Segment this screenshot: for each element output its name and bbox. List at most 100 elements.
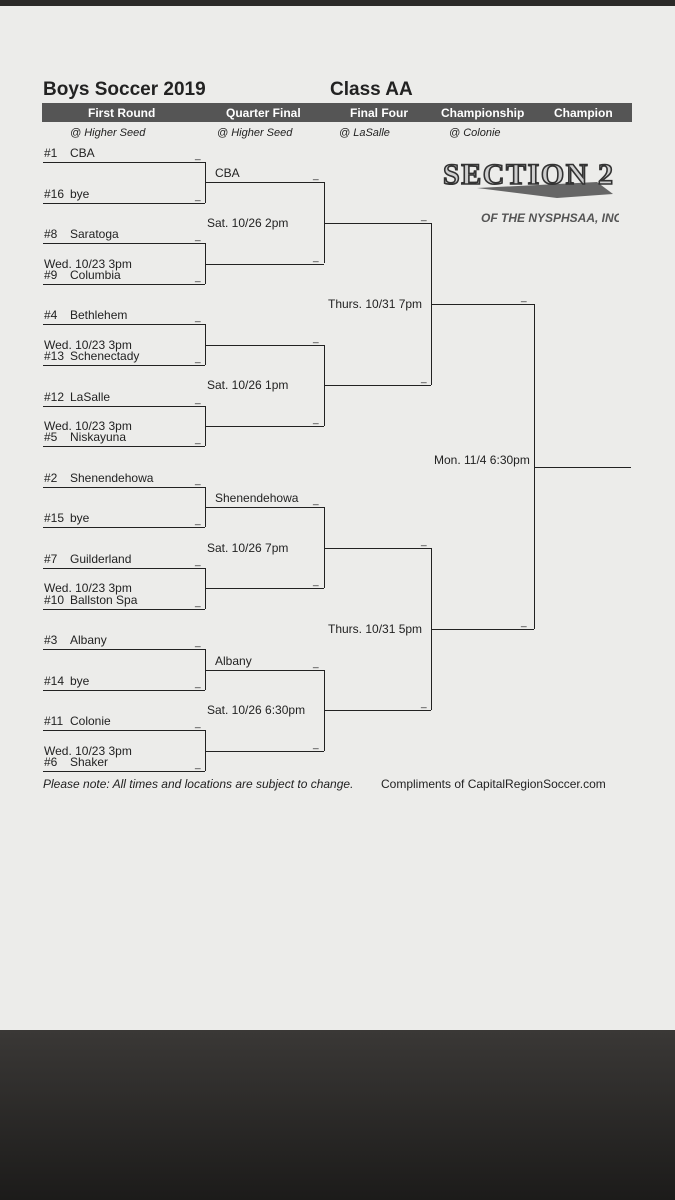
result-tick: _ <box>195 718 201 730</box>
result-tick: _ <box>195 759 201 770</box>
result-tick: _ <box>313 413 319 425</box>
result-tick: _ <box>521 292 527 304</box>
result-tick: _ <box>195 434 201 446</box>
quarter-final-line <box>205 669 324 671</box>
first-round-line <box>43 568 205 569</box>
first-round-seed: #13 <box>44 349 65 363</box>
first-round-team: bye <box>70 673 90 688</box>
result-tick: _ <box>313 576 319 588</box>
first-round-seed: #11 <box>44 714 64 729</box>
first-round-team: Schenectady <box>70 349 140 363</box>
quarter-final-line <box>205 507 324 509</box>
first-round-line <box>43 689 205 691</box>
first-round-line <box>43 365 205 366</box>
quarter-final-match-date: Sat. 10/26 1pm <box>207 378 289 393</box>
final-four-match-date: Thurs. 10/31 5pm <box>328 621 423 636</box>
quarter-final-line <box>205 263 324 265</box>
result-tick: _ <box>313 170 319 182</box>
result-tick: _ <box>421 210 427 222</box>
first-round-line <box>43 202 205 204</box>
result-tick: _ <box>313 251 319 263</box>
result-tick: _ <box>195 190 201 202</box>
first-round-connector <box>205 243 206 284</box>
result-tick: _ <box>195 637 201 649</box>
final-four-connector <box>431 547 432 711</box>
first-round-team: Ballston Spa <box>70 592 138 607</box>
championship-match-date: Mon. 11/4 6:30pm <box>434 452 530 467</box>
result-tick: _ <box>195 312 201 324</box>
first-round-line <box>43 243 205 245</box>
result-tick: _ <box>195 231 201 243</box>
header-quarter-final: Quarter Final <box>226 106 301 120</box>
round-header-bar <box>42 103 632 122</box>
location-first-round: @ Higher Seed <box>70 127 146 139</box>
result-tick: _ <box>195 271 201 283</box>
result-tick: _ <box>421 698 427 710</box>
quarter-final-line <box>205 344 324 346</box>
first-round-match-date: Wed. 10/23 3pm <box>44 337 132 352</box>
header-champion: Champion <box>554 106 613 120</box>
result-tick: _ <box>421 373 427 385</box>
first-round-seed: #2 <box>44 470 58 485</box>
result-tick: _ <box>195 596 201 608</box>
footer-note: Please note: All times and locations are… <box>43 777 354 791</box>
location-final-four: @ LaSalle <box>339 127 390 139</box>
logo-sub-text: OF THE NYSPHSAA, INC. <box>481 211 619 225</box>
quarter-final-line <box>205 182 324 184</box>
result-tick: _ <box>421 535 427 547</box>
first-round-team: Colonie <box>70 714 111 729</box>
class-label: Class AA <box>330 79 413 100</box>
first-round-seed: #8 <box>44 227 58 242</box>
result-tick: _ <box>195 353 201 364</box>
footer-credit: Compliments of CapitalRegionSoccer.com <box>381 777 606 791</box>
first-round-team: Shenendehowa <box>70 470 154 485</box>
result-tick: _ <box>313 738 319 750</box>
section2-logo: SECTION 2 OF THE NYSPHSAA, INC. <box>442 157 619 225</box>
result-tick: _ <box>195 677 201 689</box>
logo-swoosh-icon <box>477 182 613 198</box>
result-tick: _ <box>313 657 319 669</box>
first-round-team: Albany <box>70 633 107 648</box>
championship-line <box>431 304 534 306</box>
first-round-match-date: Wed. 10/23 3pm <box>44 418 132 433</box>
quarter-final-team: CBA <box>215 166 240 181</box>
quarter-final-line <box>205 750 324 752</box>
header-first-round: First Round <box>88 106 156 120</box>
first-round-team: Shaker <box>70 755 109 769</box>
floor-background <box>0 1030 675 1200</box>
first-round-line <box>43 324 205 326</box>
header-championship: Championship <box>441 106 525 120</box>
first-round-line <box>43 527 205 529</box>
first-round-seed: #4 <box>44 308 58 323</box>
first-round-line <box>43 446 205 448</box>
quarter-final-connector <box>324 344 325 426</box>
result-tick: _ <box>195 556 201 567</box>
quarter-final-match-date: Sat. 10/26 2pm <box>207 215 289 230</box>
quarter-final-team: Albany <box>215 653 252 668</box>
quarter-final-team: Shenendehowa <box>215 491 299 506</box>
final-four-match-date: Thurs. 10/31 7pm <box>328 297 423 312</box>
location-championship: @ Colonie <box>449 127 501 139</box>
first-round-line <box>43 608 205 610</box>
quarter-final-line <box>205 425 324 427</box>
first-round-seed: #14 <box>44 673 65 688</box>
first-round-match-date: Wed. 10/23 3pm <box>44 743 132 758</box>
quarter-final-line <box>205 588 324 590</box>
championship-connector <box>534 304 535 629</box>
final-four-line <box>324 385 431 387</box>
first-round-line <box>43 649 205 651</box>
first-round-seed: #9 <box>44 267 58 282</box>
first-round-seed: #5 <box>44 430 58 445</box>
quarter-final-match-date: Sat. 10/26 6:30pm <box>207 703 306 718</box>
result-tick: _ <box>195 515 201 527</box>
final-four-connector <box>431 222 432 386</box>
logo-main-text: SECTION 2 <box>443 158 613 191</box>
first-round-team: Bethlehem <box>70 308 128 323</box>
first-round-line <box>43 771 205 772</box>
final-four-line <box>324 222 431 224</box>
first-round-seed: #3 <box>44 633 58 648</box>
first-round-line <box>43 162 205 163</box>
first-round-team: Guilderland <box>70 552 132 566</box>
first-round-team: Niskayuna <box>70 430 127 445</box>
result-tick: _ <box>195 150 201 161</box>
